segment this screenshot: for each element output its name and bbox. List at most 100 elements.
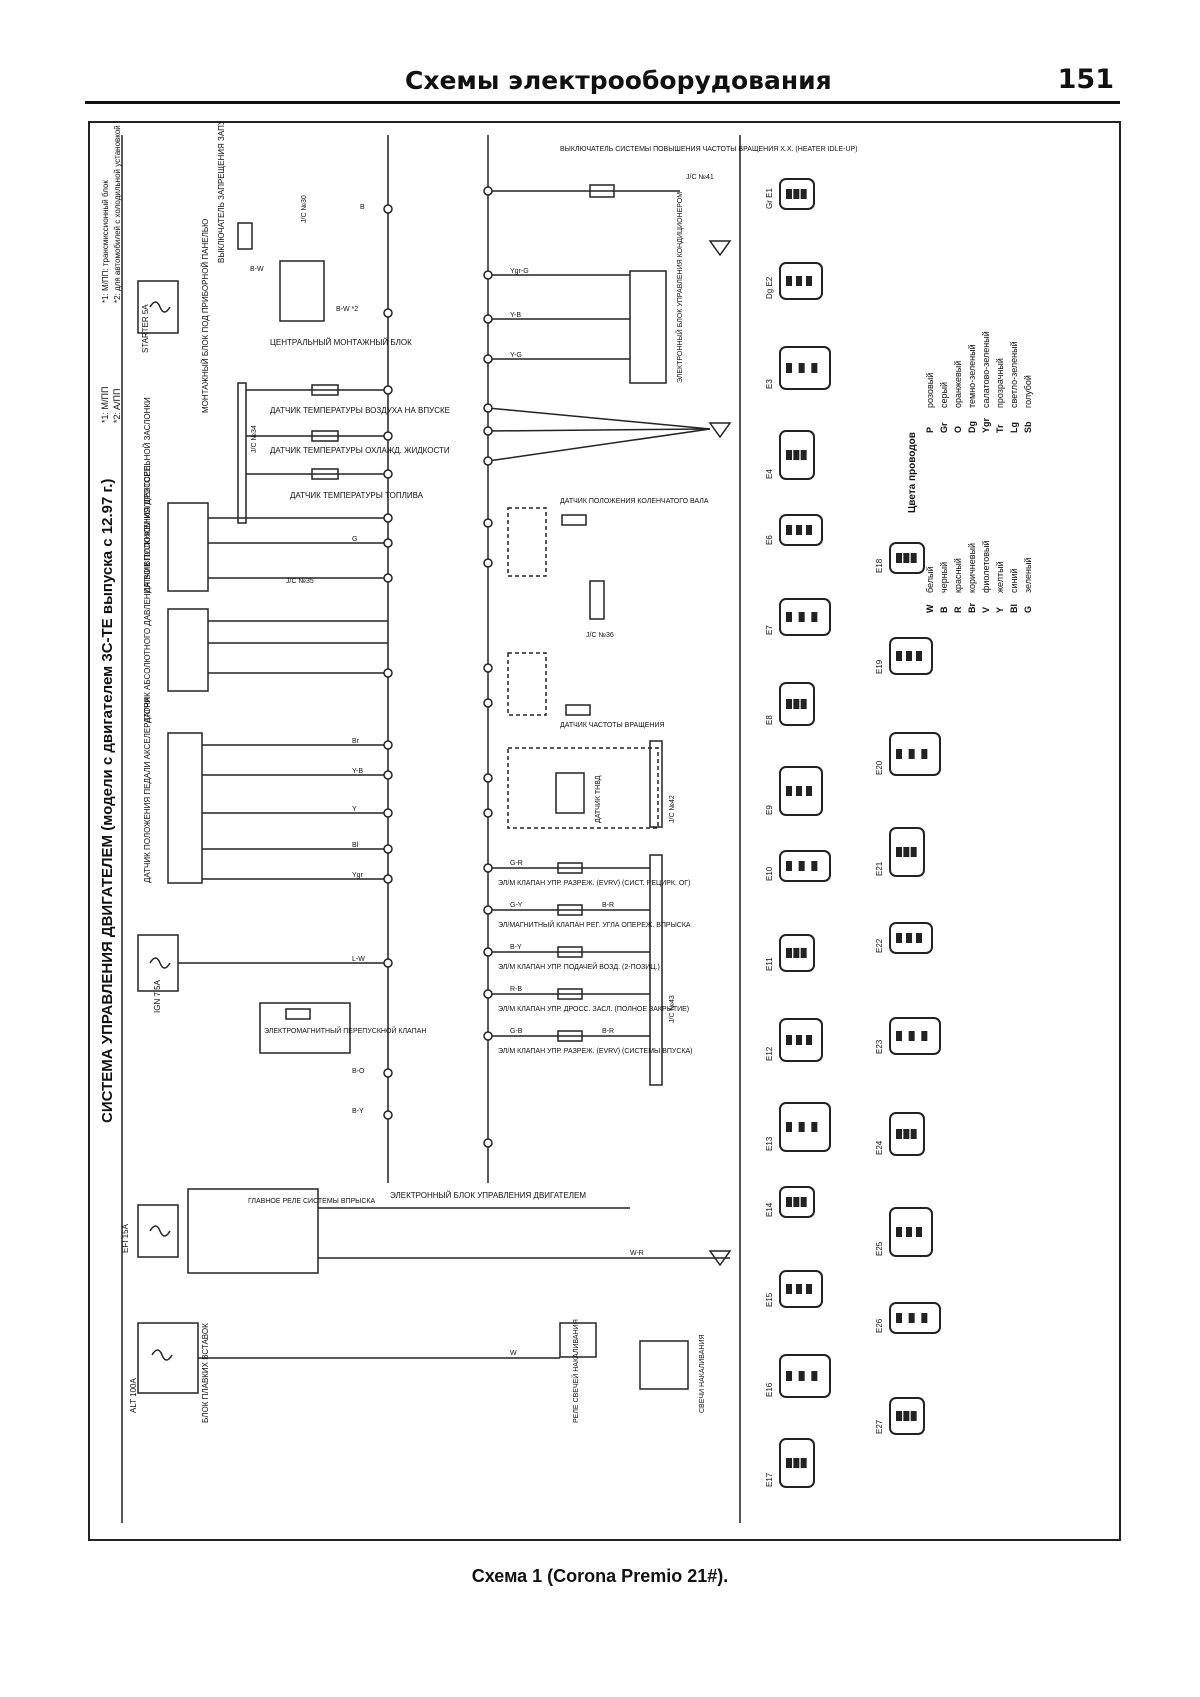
connector-pictogram: E7 <box>765 598 831 636</box>
crank-sensor-coil <box>561 514 587 526</box>
color-name: серый <box>939 382 949 408</box>
connector-pictogram: E16 <box>765 1354 831 1398</box>
color-code: V <box>981 607 991 613</box>
wire-label: B-R <box>602 1028 614 1035</box>
intake-air-temp-label: ДАТЧИК ТЕМПЕРАТУРЫ ВОЗДУХА НА ВПУСКЕ <box>270 406 450 415</box>
connector-pin <box>921 749 928 759</box>
connector-pin <box>786 699 792 709</box>
connector-label: E7 <box>765 625 774 635</box>
glow-relay-label: РЕЛЕ СВЕЧЕЙ НАКАЛИВАНИЯ <box>571 1319 580 1423</box>
ecu-pin <box>483 403 493 413</box>
connector-pin <box>786 1197 792 1207</box>
valve-4: ЭЛ/М КЛАПАН УПР. ДРОСС. ЗАСЛ. (ПОЛНОЕ ЗА… <box>498 988 689 1013</box>
connector-pictogram: E24 <box>875 1112 925 1156</box>
page-header: Схемы электрооборудования 151 <box>85 60 1120 104</box>
connector-body <box>779 598 831 636</box>
connector-pictogram: E17 <box>765 1438 815 1488</box>
ecu-pin <box>483 456 493 466</box>
speed-sensor-coil <box>565 704 591 716</box>
wire-colors-col1: W белый B черный R красный Br коричневый… <box>925 540 1033 613</box>
ign-fuse-label: IGN 7.5A <box>153 979 162 1013</box>
color-code: Tr <box>995 424 1005 433</box>
ecu-pin <box>383 740 393 750</box>
color-name: розовый <box>925 373 935 408</box>
wire-label: G-B <box>510 1028 523 1035</box>
connector-pin <box>916 933 922 943</box>
ecu-pin <box>483 558 493 568</box>
color-code: O <box>953 426 963 433</box>
efi-fuse-box <box>137 1204 179 1258</box>
jc-42-block <box>649 740 663 828</box>
connector-label: E18 <box>875 558 884 573</box>
temp-sensor-bar <box>237 382 247 524</box>
color-name: оранжевый <box>953 361 963 408</box>
connector-pin <box>793 699 800 709</box>
wire-gnd-2 <box>487 428 711 432</box>
connector-pin <box>806 1035 812 1045</box>
jc-36-block <box>589 580 605 620</box>
connector-label: E23 <box>875 1039 884 1054</box>
color-name: красный <box>953 558 963 593</box>
color-name: желтый <box>995 561 1005 593</box>
connector-pin <box>800 1197 807 1207</box>
ecu-pin <box>483 863 493 873</box>
ecu-pin <box>483 663 493 673</box>
connector-pin <box>811 861 818 871</box>
wire-label: W <box>510 1350 517 1357</box>
connector-pin <box>906 651 912 661</box>
fuse-symbol-alt <box>151 1349 173 1361</box>
connector-pictogram: E19 <box>875 637 933 675</box>
wire-label: B-R <box>602 902 614 909</box>
wire-gnd-3 <box>487 428 711 462</box>
ecu-pin <box>383 385 393 395</box>
connector-label: E22 <box>875 938 884 953</box>
connector-pin <box>786 189 792 199</box>
jc-label-42: J/C №42 <box>669 795 676 823</box>
ecu-pin <box>383 1110 393 1120</box>
valve-1-label: ЭЛ/М КЛАПАН УПР. РАЗРЕЖ. (EVRV) (СИСТ. Р… <box>498 880 690 887</box>
mounting-block-dash-label: МОНТАЖНЫЙ БЛОК ПОД ПРИБОРНОЙ ПАНЕЛЬЮ <box>201 219 210 413</box>
connector-label: E8 <box>765 715 774 725</box>
connector-pin <box>896 651 902 661</box>
color-code: Bl <box>1009 604 1019 613</box>
starter-switch-symbol <box>237 222 253 250</box>
connector-pictogram: E15 <box>765 1270 823 1308</box>
coolant-temp-label: ДАТЧИК ТЕМПЕРАТУРЫ ОХЛАЖД. ЖИДКОСТИ <box>270 446 450 455</box>
connector-pin <box>798 1122 805 1132</box>
connector-body <box>889 732 941 776</box>
connector-label: E4 <box>765 469 774 479</box>
wire-label: R-B <box>510 986 522 993</box>
connector-pin <box>896 933 902 943</box>
color-name: белый <box>925 566 935 593</box>
connector-pin <box>793 450 800 460</box>
wire-label: Ygr-G <box>510 268 529 275</box>
connector-label: E24 <box>875 1140 884 1155</box>
connector-pin <box>786 861 792 871</box>
wire-label: G-R <box>510 860 523 867</box>
connector-pin <box>793 189 800 199</box>
connector-pin <box>906 1227 912 1237</box>
connector-pin <box>786 1371 792 1381</box>
manifold-pressure-box <box>167 608 209 692</box>
connector-pin <box>921 1313 928 1323</box>
jc-label-41: J/C №41 <box>686 174 714 181</box>
color-code: Sb <box>1023 421 1033 433</box>
connector-pin <box>786 1122 792 1132</box>
color-name: фиолетовый <box>981 540 991 593</box>
connector-pin <box>786 1284 792 1294</box>
valve-5-label: ЭЛ/М КЛАПАН УПР. РАЗРЕЖ. (EVRV) (СИСТЕМЫ… <box>498 1048 692 1055</box>
fuel-temp-label: ДАТЧИК ТЕМПЕРАТУРЫ ТОПЛИВА <box>290 491 424 500</box>
efi-fuse-label: EFI 15A <box>121 1223 130 1253</box>
connector-pin <box>903 1129 910 1139</box>
connector-label: E27 <box>875 1419 884 1434</box>
valve-2-label: ЭЛ/МАГНИТНЫЙ КЛАПАН РЕГ. УГЛА ОПЕРЕЖ. ВП… <box>498 920 691 929</box>
connector-pictogram: E20 <box>875 732 941 776</box>
connector-pictogram: Gr E1 <box>765 178 815 210</box>
speed-sensor-label: ДАТЧИК ЧАСТОТЫ ВРАЩЕНИЯ <box>560 722 665 729</box>
connector-label: E20 <box>875 760 884 775</box>
connector-body <box>779 1102 831 1152</box>
throttle-sensor-label: ДАТЧИК ПОЛОЖЕНИЯ ДРОССЕЛЬНОЙ ЗАСЛОНКИ <box>143 397 152 593</box>
connector-pin <box>806 276 812 286</box>
color-code: Br <box>967 603 977 613</box>
